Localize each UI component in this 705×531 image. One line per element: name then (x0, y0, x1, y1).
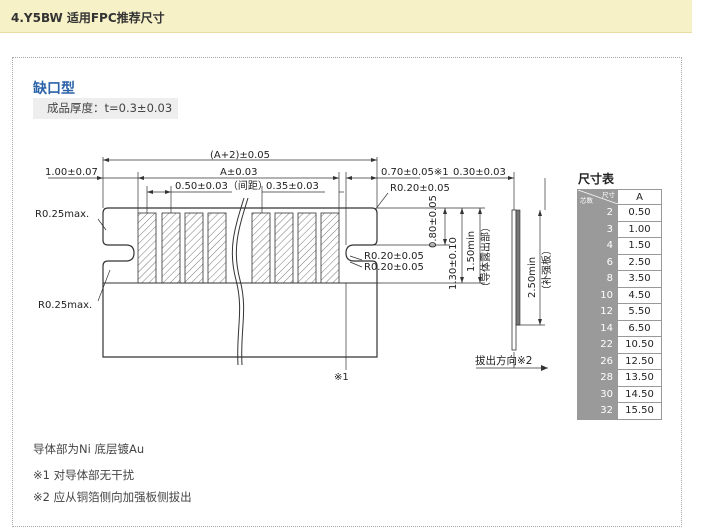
thickness-label: 成品厚度：t=0.3±0.03 (33, 98, 178, 119)
v-080: 0.80±0.05 (428, 195, 439, 248)
header-core-label: 芯数 (580, 196, 594, 205)
dim-a: A±0.03 (220, 167, 258, 178)
note1-marker: ※1 (334, 372, 349, 383)
content-panel (12, 57, 682, 527)
dimension-a: 13.50 (617, 369, 662, 387)
r025-bottom: R0.25max. (38, 300, 92, 311)
dimension-a: 0.50 (617, 204, 662, 222)
core-count: 8 (577, 270, 618, 288)
r020-top: R0.20±0.05 (390, 183, 450, 194)
core-count: 28 (577, 369, 618, 387)
v-250: 2.50min (527, 257, 538, 298)
r020-mid1: R0.20±0.05 (364, 251, 424, 262)
dimension-a: 1.00 (617, 220, 662, 238)
side-view-fpc (511, 209, 517, 351)
dim-table-title: 尺寸表 (578, 172, 615, 186)
note-1: ※1 对导体部无干扰 (33, 468, 135, 482)
core-count: 2 (577, 204, 618, 222)
v-150: 1.50min (466, 231, 477, 272)
contact (320, 212, 340, 284)
contact (297, 212, 317, 284)
contact (274, 212, 294, 284)
dimension-a: 15.50 (617, 402, 662, 420)
contacts (137, 212, 340, 284)
contact (207, 212, 227, 284)
dimension-a: 12.50 (617, 352, 662, 370)
core-count: 14 (577, 319, 618, 337)
header-title: 4.Y5BW 适用FPC推荐尺寸 (11, 11, 165, 25)
core-count: 26 (577, 352, 618, 370)
v-150-note: （导体露出部） (479, 222, 492, 292)
pull-direction: 拔出方向※2 (475, 354, 532, 367)
dim-table-corner-header: 尺寸 芯数 (577, 189, 618, 205)
core-count: 12 (577, 303, 618, 321)
dim-a-plus-2: (A+2)±0.05 (210, 150, 270, 161)
dimension-a: 2.50 (617, 253, 662, 271)
dim-0-35: 0.35±0.03 (266, 181, 319, 192)
contact (161, 212, 181, 284)
dim-0-70: 0.70±0.05※1 (381, 167, 449, 178)
section-title: 缺口型 (33, 81, 75, 97)
core-count: 30 (577, 385, 618, 403)
r025-top: R0.25max. (35, 209, 89, 220)
core-count: 3 (577, 220, 618, 238)
side-view-stiffener (515, 209, 521, 326)
dimension-a: 5.50 (617, 303, 662, 321)
dim-1-00: 1.00±0.07 (45, 167, 98, 178)
core-count: 32 (577, 402, 618, 420)
contact (251, 212, 271, 284)
v-130: 1.30±0.10 (448, 237, 459, 290)
dimension-a: 1.50 (617, 237, 662, 255)
dim-pitch: 0.50±0.03（间距） (175, 179, 268, 192)
dim-table-header: 尺寸 芯数 A (577, 189, 662, 205)
header-size-label: 尺寸 (602, 190, 616, 199)
r020-mid2: R0.20±0.05 (364, 262, 424, 273)
header-bar: 4.Y5BW 适用FPC推荐尺寸 (0, 0, 692, 33)
break-line (235, 197, 249, 366)
note-plating: 导体部为Ni 底层镀Au (33, 442, 145, 456)
dimension-a: 6.50 (617, 319, 662, 337)
header-a-label: A (617, 189, 662, 205)
core-count: 22 (577, 336, 618, 354)
dim-0-30: 0.30±0.03 (453, 167, 506, 178)
core-count: 4 (577, 237, 618, 255)
note-2: ※2 应从铜箔侧向加强板侧拔出 (33, 490, 192, 504)
dimension-a: 14.50 (617, 385, 662, 403)
core-count: 10 (577, 286, 618, 304)
break-line (231, 197, 245, 366)
core-count: 6 (577, 253, 618, 271)
dimension-a: 4.50 (617, 286, 662, 304)
contact (137, 212, 157, 284)
contact (184, 212, 204, 284)
dimension-a: 3.50 (617, 270, 662, 288)
dimension-a: 10.50 (617, 336, 662, 354)
v-250-note: （补强板） (540, 245, 553, 295)
